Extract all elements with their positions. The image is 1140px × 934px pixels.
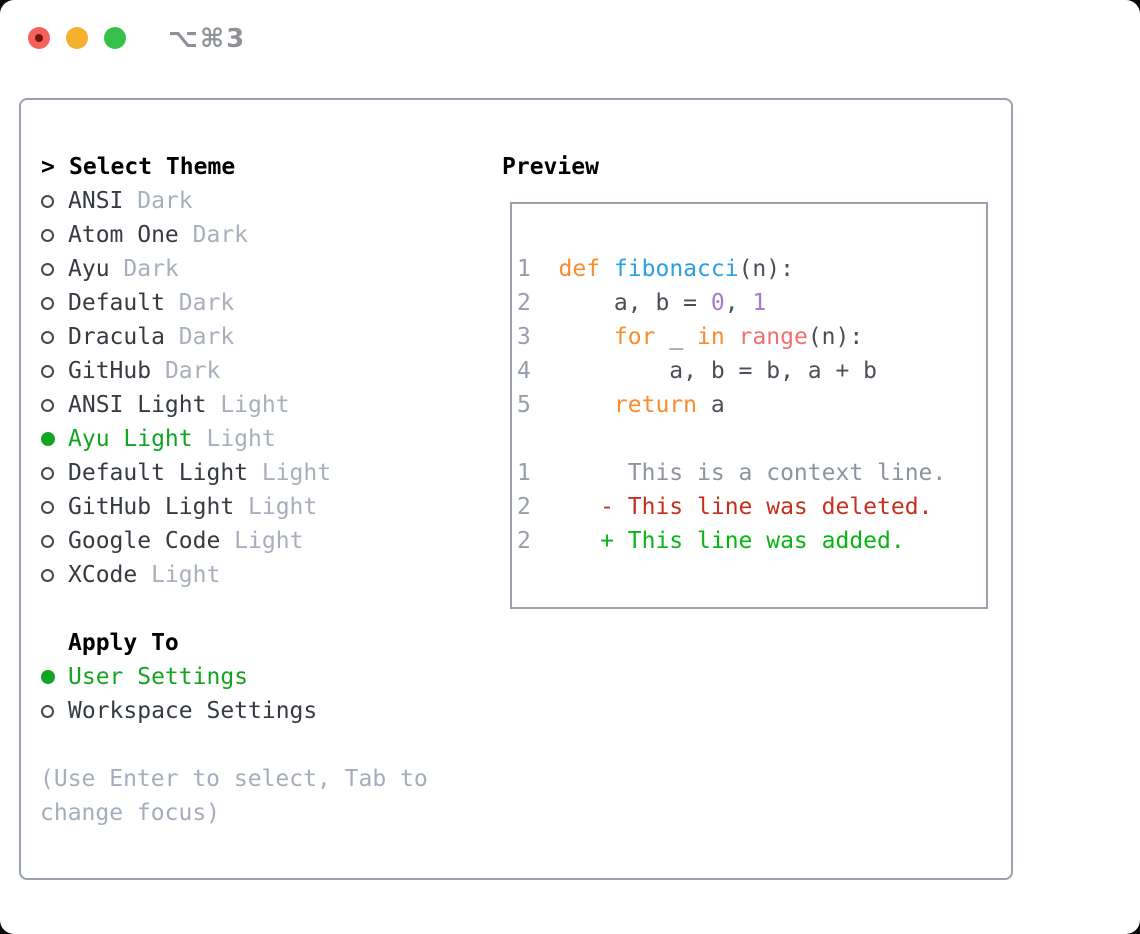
apply-option-label: User Settings [68,664,249,690]
line-number: 3 [517,324,531,350]
radio-unselected-icon [41,466,54,480]
line-number: 4 [517,358,531,384]
maximize-button[interactable] [104,27,126,49]
theme-name: GitHub [68,358,152,384]
code-line: 3 for _ in range(n): [517,320,986,354]
diff-line-added: 2 + This line was added. [517,524,986,558]
theme-name: Ayu Light [68,426,193,452]
line-number: 1 [517,256,531,282]
theme-list-header: > Select Theme [40,150,480,184]
minimize-button[interactable] [66,27,88,49]
theme-option-xcode[interactable]: XCode Light [40,558,480,592]
theme-option-github-light[interactable]: GitHub Light Light [40,490,480,524]
radio-unselected-icon [41,500,54,514]
theme-name: Atom One [68,222,179,248]
theme-name: Default [68,290,165,316]
radio-unselected-icon [41,398,54,412]
theme-name: Google Code [68,528,221,554]
titlebar: ⌥⌘3 [0,0,1140,70]
preview-title: Preview [502,154,599,180]
help-text: change focus) [40,800,221,826]
theme-variant: Light [137,562,221,588]
theme-name: Ayu [68,256,110,282]
close-button[interactable] [28,27,50,49]
theme-variant: Dark [164,324,235,350]
code-line: 4 a, b = b, a + b [517,354,986,388]
theme-variant: Dark [151,358,221,384]
code-line: 2 a, b = 0, 1 [517,286,986,320]
radio-unselected-icon [41,262,54,276]
close-dot-icon [35,34,43,42]
theme-variant: Light [248,460,332,486]
theme-option-ayu-light[interactable]: Ayu Light Light [40,422,480,456]
theme-name: ANSI [68,188,124,214]
blank-line [517,422,986,456]
theme-option-atom-one[interactable]: Atom One Dark [40,218,480,252]
diff-line-context: 1 This is a context line. [517,456,986,490]
apply-to-title: Apply To [68,630,179,656]
radio-unselected-icon [41,568,54,582]
theme-variant: Light [234,494,318,520]
window-title: ⌥⌘3 [168,24,247,54]
theme-name: GitHub Light [68,494,235,520]
theme-option-default-light[interactable]: Default Light Light [40,456,480,490]
line-number: 1 [517,460,531,486]
theme-option-google-code[interactable]: Google Code Light [40,524,480,558]
radio-unselected-icon [41,364,54,378]
radio-unselected-icon [41,194,54,208]
theme-variant: Light [192,426,276,452]
theme-variant: Dark [123,188,193,214]
line-number: 2 [517,494,531,520]
theme-list-title: Select Theme [69,154,236,180]
theme-variant: Dark [178,222,249,248]
theme-option-dracula[interactable]: Dracula Dark [40,320,480,354]
help-text: (Use Enter to select, Tab to [40,766,428,792]
apply-option-label: Workspace Settings [68,698,318,724]
radio-unselected-icon [41,296,54,310]
line-number: 5 [517,392,531,418]
apply-option-workspace-settings[interactable]: Workspace Settings [40,694,480,728]
theme-variant: Dark [109,256,179,282]
line-number: 2 [517,290,531,316]
theme-option-ayu[interactable]: Ayu Dark [40,252,480,286]
diff-line-deleted: 2 - This line was deleted. [517,490,986,524]
line-number: 2 [517,528,531,554]
theme-option-ansi-light[interactable]: ANSI Light Light [40,388,480,422]
theme-variant: Light [206,392,290,418]
apply-to-header: Apply To [40,626,480,660]
theme-name: Default Light [68,460,249,486]
radio-unselected-icon [41,330,54,344]
radio-unselected-icon [41,228,54,242]
code-line: 5 return a [517,388,986,422]
theme-variant: Light [220,528,304,554]
apply-option-user-settings[interactable]: User Settings [40,660,480,694]
theme-name: XCode [68,562,138,588]
theme-option-github[interactable]: GitHub Dark [40,354,480,388]
theme-option-ansi[interactable]: ANSI Dark [40,184,480,218]
theme-option-default[interactable]: Default Dark [40,286,480,320]
radio-selected-icon [41,432,55,446]
theme-name: ANSI Light [68,392,207,418]
radio-unselected-icon [41,704,54,718]
radio-selected-icon [41,670,55,684]
theme-name: Dracula [68,324,165,350]
theme-variant: Dark [164,290,235,316]
selection-prompt-icon: > [41,154,55,180]
radio-unselected-icon [41,534,54,548]
